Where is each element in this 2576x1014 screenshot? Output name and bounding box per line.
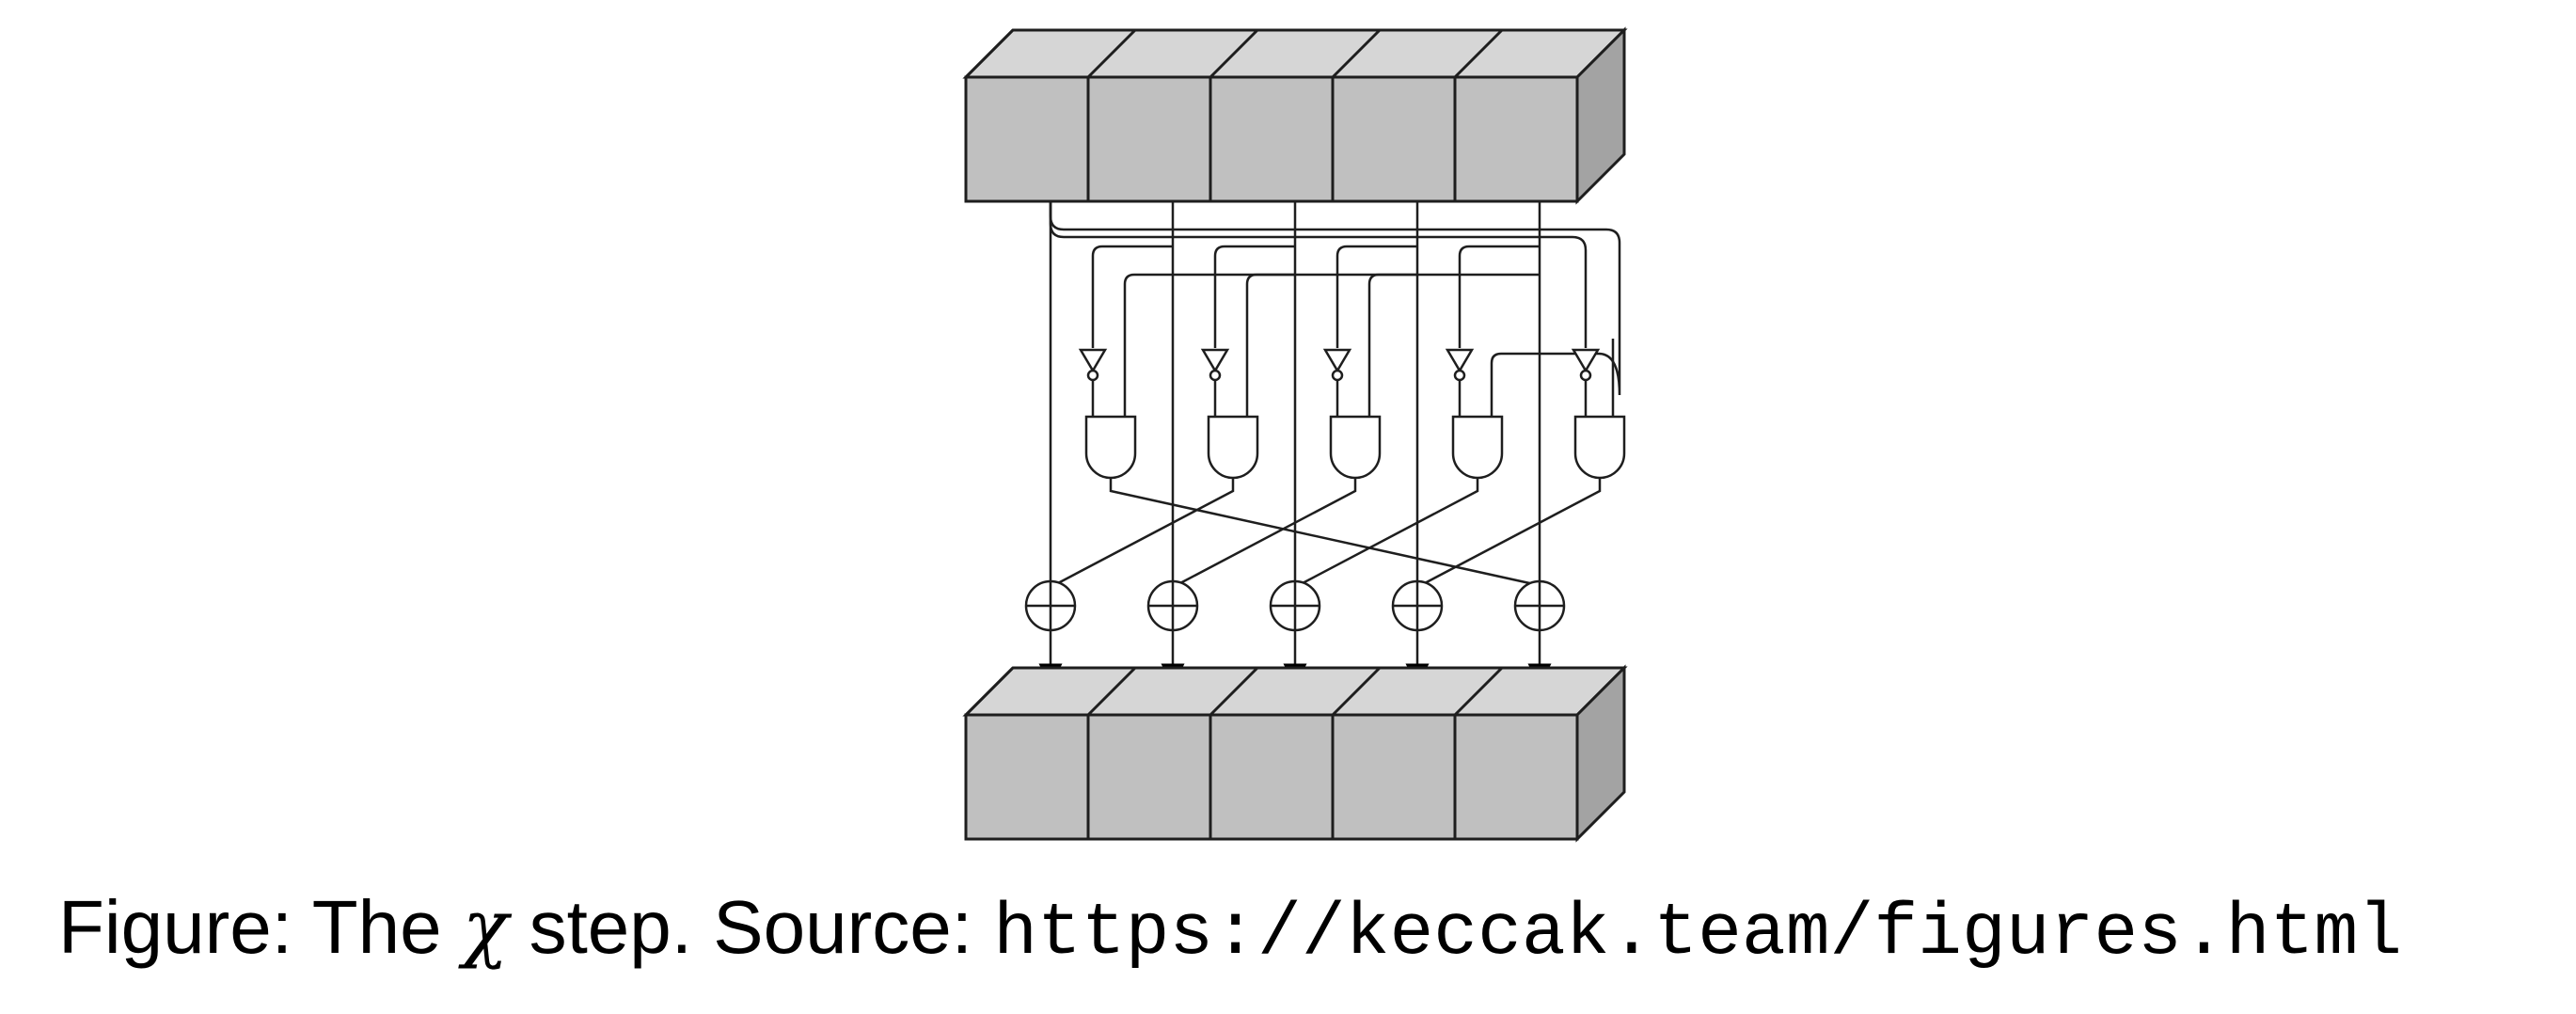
- and-gate-0: [1084, 415, 1137, 480]
- output-lane-top-edge-2: [1209, 666, 1259, 717]
- input-lane-top-edge-2: [1209, 28, 1259, 79]
- xor-gate-3: [1391, 579, 1444, 632]
- wire-lane-3-to-not-2: [1335, 245, 1417, 348]
- wire-lane-4-to-and-2: [1367, 273, 1540, 419]
- figure-caption: Figure: The χ step. Source: https://kecc…: [58, 880, 2402, 981]
- output-lane-2: [1209, 713, 1335, 841]
- input-lane-top-edge-1: [1086, 28, 1137, 79]
- wire-lane-2-to-and-0: [1123, 273, 1295, 419]
- wire-and-2-to-xor-1: [1177, 478, 1357, 586]
- output-lane-top-edge-3: [1331, 666, 1382, 717]
- output-lane-1: [1086, 713, 1212, 841]
- caption-prefix: Figure: The: [58, 885, 442, 969]
- and-gate-1: [1207, 415, 1259, 480]
- wiring: [1038, 201, 1621, 688]
- input-register: [962, 26, 1628, 205]
- not-gate-4: [1571, 348, 1601, 382]
- xor-gates: [1024, 579, 1566, 632]
- caption-source-url[interactable]: https://keccak.team/figures.html: [993, 893, 2403, 975]
- not-gate-1: [1200, 348, 1230, 382]
- input-register-top-face: [962, 28, 1628, 79]
- output-lane-top-edge-1: [1086, 666, 1137, 717]
- wire-and-4-to-xor-3: [1422, 478, 1602, 586]
- input-lane-0: [964, 75, 1090, 203]
- output-lane-top-edge-4: [1453, 666, 1504, 717]
- output-lane-4: [1453, 713, 1579, 841]
- xor-gate-1: [1146, 579, 1199, 632]
- input-lane-4: [1453, 75, 1579, 203]
- not-gate-2: [1322, 348, 1352, 382]
- input-lane-top-edge-4: [1453, 28, 1504, 79]
- wire-lane-0-to-and-3: [1049, 201, 1621, 419]
- xor-gate-0: [1024, 579, 1077, 632]
- output-lane-top-edge-0: [964, 666, 1015, 717]
- not-gate-0: [1078, 348, 1108, 382]
- input-lane-2: [1209, 75, 1335, 203]
- output-lane-3: [1331, 713, 1457, 841]
- xor-gate-2: [1269, 579, 1321, 632]
- not-gates: [1078, 348, 1601, 382]
- wire-and-3-to-xor-2: [1300, 478, 1479, 586]
- not-gate-3: [1445, 348, 1475, 382]
- output-register-top-face: [962, 666, 1628, 717]
- and-gate-2: [1329, 415, 1382, 480]
- input-lane-1: [1086, 75, 1212, 203]
- wire-lane-3-to-and-1: [1245, 273, 1417, 419]
- input-lane-top-edge-0: [964, 28, 1015, 79]
- wire-and-0-to-xor-4: [1109, 478, 1535, 586]
- wire-lane-0-to-not-4: [1049, 201, 1588, 348]
- input-lane-3: [1331, 75, 1457, 203]
- caption-middle: step. Source:: [529, 885, 972, 969]
- caption-chi-symbol: χ: [462, 883, 509, 971]
- wire-lane-2-to-not-1: [1213, 245, 1295, 348]
- and-gates: [1084, 415, 1626, 480]
- wire-lane-4-to-not-3: [1458, 245, 1540, 348]
- and-gate-3: [1451, 415, 1504, 480]
- input-lane-top-edge-3: [1331, 28, 1382, 79]
- and-gate-4: [1573, 415, 1626, 480]
- output-lane-0: [964, 713, 1090, 841]
- wire-and-1-to-xor-0: [1055, 478, 1235, 586]
- wire-lane-1-to-not-0: [1091, 245, 1173, 348]
- output-register: [962, 664, 1628, 843]
- xor-gate-4: [1513, 579, 1566, 632]
